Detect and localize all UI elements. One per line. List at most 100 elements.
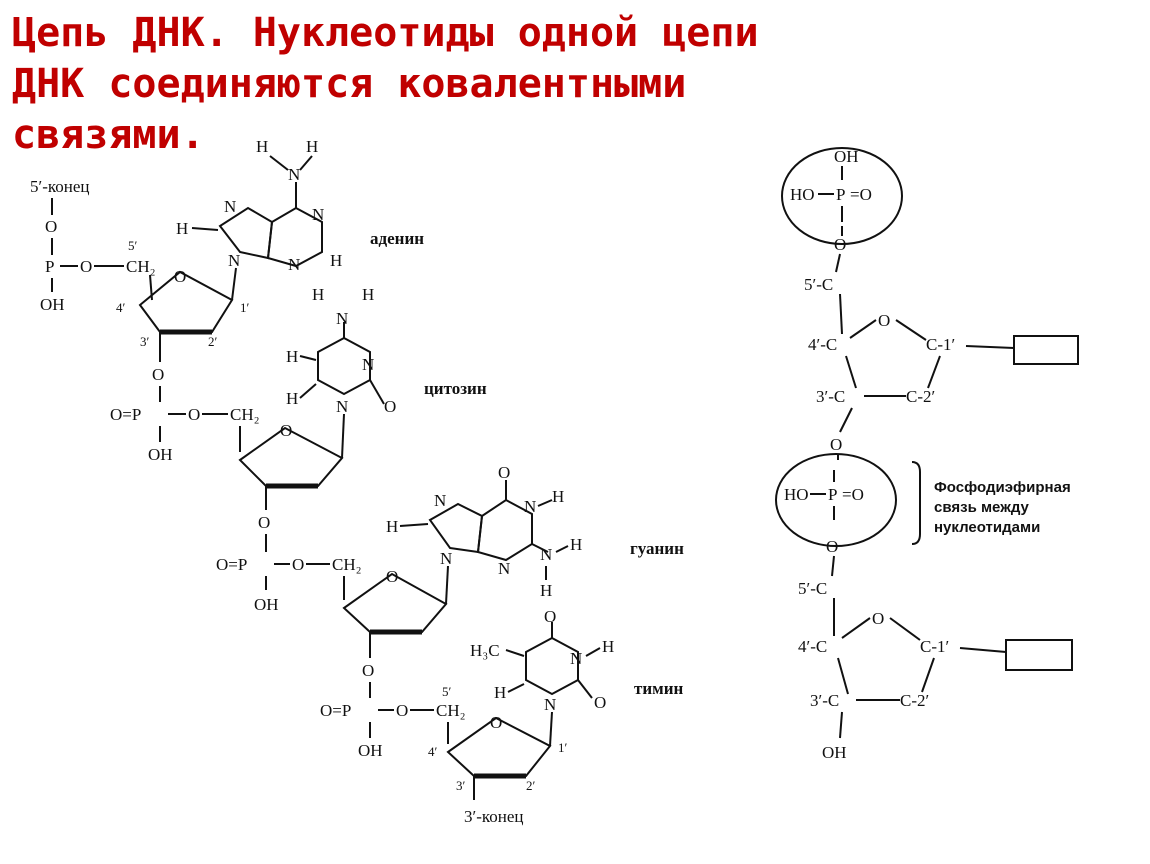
ring-oxygen: O xyxy=(878,311,890,330)
ring-oxygen: O xyxy=(280,421,292,440)
atom-h: H xyxy=(540,581,552,600)
atom-o: O xyxy=(384,397,396,416)
prime-4: 4′ xyxy=(116,300,126,315)
carbon-5: 5′-C xyxy=(798,579,827,598)
atom-ch2: CH₂ xyxy=(230,405,260,424)
title-line-1: Цепь ДНК. Нуклеотиды одной цепи xyxy=(12,10,759,56)
atom-o: O xyxy=(396,701,408,720)
atom-n: N xyxy=(524,497,536,516)
prime-3: 3′ xyxy=(140,334,150,349)
atom-n: N xyxy=(544,695,556,714)
atom-n: N xyxy=(288,165,300,184)
carbon-4: 4′-C xyxy=(798,637,827,656)
atom-n: N xyxy=(336,397,348,416)
atom-p: P xyxy=(828,485,837,504)
ring-oxygen: O xyxy=(490,713,502,732)
atom-n: N xyxy=(362,355,374,374)
ring-oxygen: O xyxy=(872,609,884,628)
atom-h: H xyxy=(286,347,298,366)
base-label-guanine: гуанин xyxy=(630,539,684,558)
atom-p: P xyxy=(836,185,845,204)
prime-5: 5′ xyxy=(128,238,138,253)
atom-oh: OH xyxy=(40,295,65,314)
atom-h: H xyxy=(176,219,188,238)
atom-p: P xyxy=(45,257,54,276)
atom-o: O xyxy=(826,537,838,556)
atom-h: H xyxy=(306,137,318,156)
atom-o-eq-p: O=P xyxy=(110,405,141,424)
atom-n: N xyxy=(570,649,582,668)
atom-o: O xyxy=(544,607,556,626)
atom-n: N xyxy=(224,197,236,216)
atom-o: O xyxy=(80,257,92,276)
carbon-3: 3′-C xyxy=(810,691,839,710)
atom-h: H xyxy=(494,683,506,702)
atom-o: O xyxy=(292,555,304,574)
ring-oxygen: O xyxy=(386,567,398,586)
atom-h: H xyxy=(312,285,324,304)
carbon-2: C-2′ xyxy=(906,387,935,406)
prime-1: 1′ xyxy=(558,740,568,755)
atom-o: O xyxy=(498,463,510,482)
prime-2: 2′ xyxy=(208,334,218,349)
atom-n: N xyxy=(540,545,552,564)
bond-caption-line-1: Фосфодиэфирная xyxy=(934,479,1071,496)
atom-n: N xyxy=(498,559,510,578)
five-prime-end-label: 5′-конец xyxy=(30,177,90,196)
base-label-cytosine: цитозин xyxy=(424,379,487,398)
prime-4: 4′ xyxy=(428,744,438,759)
atom-h: H xyxy=(386,517,398,536)
base-box xyxy=(1005,639,1073,671)
right-scheme: OH HO P =O O 5′-C 4′-C O C-1′ 3′-C C-2′ … xyxy=(775,147,1079,762)
carbon-1: C-1′ xyxy=(920,637,949,656)
atom-ch2: CH₂ xyxy=(436,701,466,720)
atom-h: H xyxy=(330,251,342,270)
base-label-adenine: аденин xyxy=(370,229,424,248)
atom-o: O xyxy=(258,513,270,532)
atom-ch2: CH₂ xyxy=(126,257,156,276)
atom-h: H xyxy=(362,285,374,304)
atom-o: O xyxy=(45,217,57,236)
atom-o: O xyxy=(830,435,842,454)
atom-oh: OH xyxy=(834,147,859,166)
atom-o: O xyxy=(152,365,164,384)
atom-ho: HO xyxy=(790,185,815,204)
atom-h: H xyxy=(256,137,268,156)
atom-o-eq-p: O=P xyxy=(216,555,247,574)
carbon-4: 4′-C xyxy=(808,335,837,354)
atom-n: N xyxy=(336,309,348,328)
prime-3: 3′ xyxy=(456,778,466,793)
atom-n: N xyxy=(288,255,300,274)
three-prime-end-label: 3′-конец xyxy=(464,807,524,826)
base-box xyxy=(1013,335,1079,365)
atom-h: H xyxy=(570,535,582,554)
atom-oh: OH xyxy=(148,445,173,464)
carbon-5: 5′-C xyxy=(804,275,833,294)
atom-n: N xyxy=(312,205,324,224)
left-chain: 5′-конец O P O CH₂ OH 5′ O 4′ 3′ 2′ 1′ N… xyxy=(30,137,684,826)
carbon-2: C-2′ xyxy=(900,691,929,710)
atom-n: N xyxy=(434,491,446,510)
atom-n: N xyxy=(440,549,452,568)
atom-o: O xyxy=(188,405,200,424)
atom-o: O xyxy=(594,693,606,712)
atom-n: N xyxy=(228,251,240,270)
bottom-hydroxyl: OH xyxy=(822,743,847,762)
bond-caption-line-3: нуклеотидами xyxy=(934,519,1040,536)
prime-5: 5′ xyxy=(442,684,452,699)
atom-h3c: H₃C xyxy=(470,641,500,660)
title-line-2: ДНК соединяются ковалентными xyxy=(12,61,687,107)
atom-eq-o: =O xyxy=(842,485,864,504)
atom-o: O xyxy=(834,235,846,254)
ring-oxygen: O xyxy=(174,267,186,286)
carbon-3: 3′-C xyxy=(816,387,845,406)
carbon-1: C-1′ xyxy=(926,335,955,354)
atom-oh: OH xyxy=(254,595,279,614)
title-line-3: связями. xyxy=(12,112,205,158)
prime-1: 1′ xyxy=(240,300,250,315)
atom-o: O xyxy=(362,661,374,680)
atom-ch2: CH₂ xyxy=(332,555,362,574)
atom-o-eq-p: O=P xyxy=(320,701,351,720)
atom-h: H xyxy=(286,389,298,408)
